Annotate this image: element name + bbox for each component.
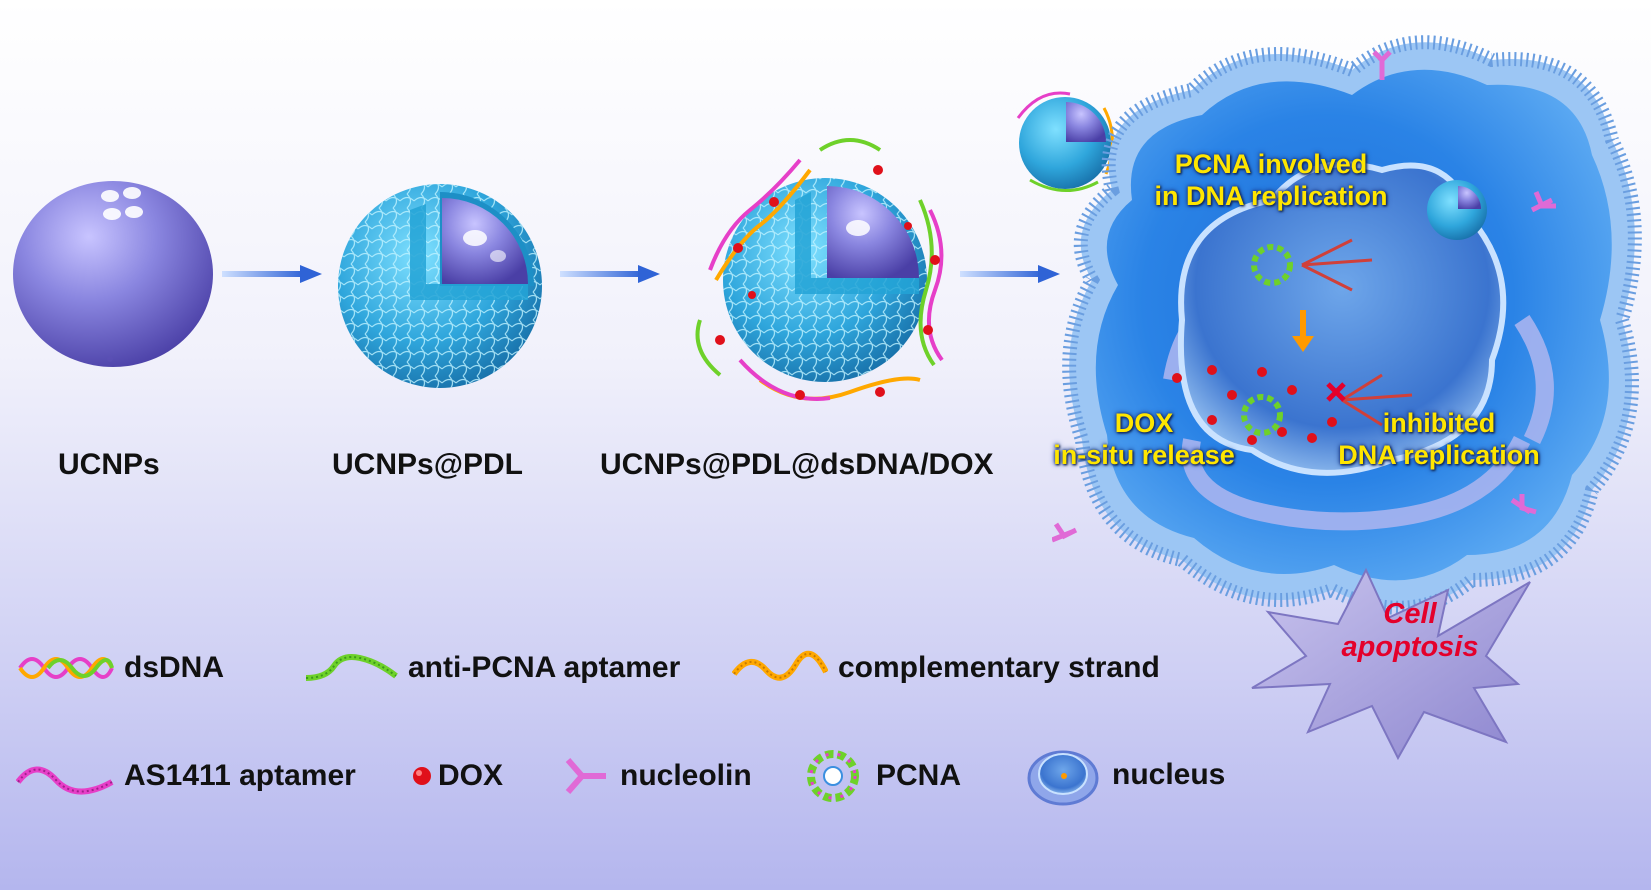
dox-release-annotation: DOX in-situ release	[1044, 407, 1244, 471]
pcna-annotation-line2: in DNA replication	[1154, 181, 1388, 211]
legend-label-dox: DOX	[438, 759, 504, 792]
nucleus-icon	[1027, 750, 1099, 806]
process-arrow-2	[560, 264, 660, 284]
stage-label-ucnps: UCNPs	[58, 448, 160, 481]
legend-item-as1411-aptamer: AS1411 aptamer	[16, 756, 356, 796]
inhibited-replication-annotation: inhibited DNA replication	[1332, 407, 1546, 471]
legend-label-dsdna: dsDNA	[124, 651, 225, 684]
complementary-strand-icon	[732, 650, 828, 681]
dox-release-line1: DOX	[1114, 408, 1174, 438]
anti-pcna-aptamer-icon	[305, 654, 398, 681]
inhibited-line1: inhibited	[1382, 408, 1496, 438]
ucnp-pdl-particle	[330, 180, 550, 392]
legend-label-nucleolin: nucleolin	[620, 759, 752, 792]
ucnp-pdl-dsdna-dox-particle	[680, 130, 970, 420]
nucleolin-icon	[565, 758, 606, 794]
targeting-nanoparticle	[1010, 88, 1120, 198]
dox-release-line2: in-situ release	[1053, 440, 1235, 470]
process-arrow-3	[960, 264, 1060, 284]
pcna-annotation-line1: PCNA involved	[1174, 149, 1368, 179]
stage-label-ucnps-pdl: UCNPs@PDL	[332, 448, 523, 481]
apoptosis-line2: apoptosis	[1341, 631, 1479, 663]
as1411-aptamer-icon	[16, 766, 114, 795]
legend-label-pcna: PCNA	[876, 759, 962, 792]
legend-item-dsdna: dsDNA	[18, 648, 224, 688]
process-arrow-1	[222, 264, 322, 284]
pcna-annotation: PCNA involved in DNA replication	[1136, 148, 1406, 212]
legend-label-complementary-strand: complementary strand	[838, 651, 1160, 684]
legend-item-nucleus: nucleus	[1024, 742, 1225, 808]
apoptosis-line1: Cell	[1383, 598, 1437, 630]
apoptosis-annotation: Cell apoptosis	[1320, 598, 1500, 664]
legend-label-anti-pcna-aptamer: anti-PCNA aptamer	[408, 651, 681, 684]
legend-item-complementary-strand: complementary strand	[732, 648, 1160, 688]
dox-icon	[413, 767, 431, 785]
tumor-cell	[1052, 20, 1650, 640]
inhibited-line2: DNA replication	[1338, 440, 1540, 470]
legend-item-nucleolin: nucleolin	[560, 752, 752, 800]
legend-item-pcna: PCNA	[800, 746, 961, 806]
pcna-icon	[807, 750, 859, 802]
legend-item-anti-pcna-aptamer: anti-PCNA aptamer	[304, 648, 680, 688]
legend-item-dox: DOX	[410, 756, 503, 796]
apoptosis-burst	[1248, 560, 1538, 760]
legend-label-as1411-aptamer: AS1411 aptamer	[124, 759, 356, 792]
ucnp-sphere	[10, 168, 216, 368]
stage-label-ucnps-pdl-dsdna-dox: UCNPs@PDL@dsDNA/DOX	[600, 448, 994, 481]
dsdna-icon	[18, 657, 114, 679]
legend-label-nucleus: nucleus	[1112, 758, 1226, 791]
